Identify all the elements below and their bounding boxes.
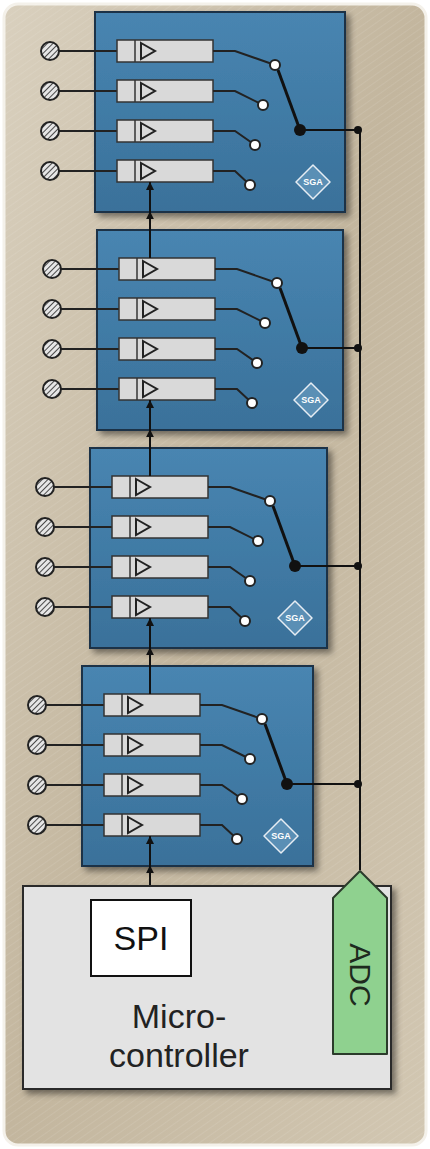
spi-chain-wire: [149, 448, 151, 476]
spi-chain-wire: [149, 230, 151, 258]
sga-badge: SGA: [277, 600, 313, 636]
adc-label: ADC: [343, 943, 377, 1006]
spi-chain-wire: [149, 666, 151, 694]
connector: [149, 430, 151, 448]
mux-output-wire: [302, 347, 343, 349]
sga-diamond-outline: [264, 819, 298, 853]
spi-arrowhead: [146, 400, 154, 408]
spi-arrowhead: [146, 182, 154, 190]
spi-arrowhead: [146, 618, 154, 626]
adc-outline: [333, 871, 387, 1054]
sga-diamond-outline: [294, 383, 328, 417]
amplifier-board: SGA: [82, 666, 313, 866]
connector: [149, 648, 151, 666]
junction-dot: [354, 344, 362, 352]
brushed-texture: [4, 4, 426, 1145]
sga-label: SGA: [263, 818, 299, 854]
sga-label: SGA: [277, 600, 313, 636]
spi-box: SPI: [90, 899, 192, 977]
junction-dot: [354, 780, 362, 788]
sga-badge: SGA: [295, 164, 331, 200]
junction-dot: [354, 126, 362, 134]
channel-set: [43, 258, 308, 408]
connector: [327, 566, 360, 870]
connector: [313, 784, 360, 870]
connectors: [150, 130, 360, 899]
sga-badge: SGA: [293, 382, 329, 418]
microcontroller-label: Micro- controller: [79, 997, 279, 1075]
connector: [345, 130, 360, 870]
sga-label: SGA: [295, 164, 331, 200]
amplifier-board: SGA: [95, 12, 345, 212]
connector: [343, 348, 360, 870]
mux-output-wire: [300, 129, 345, 131]
sga-badge: SGA: [263, 818, 299, 854]
amplifier-board: SGA: [90, 448, 327, 648]
channel-set: [36, 476, 301, 626]
sga-diamond-outline: [278, 601, 312, 635]
junction-dots: [354, 126, 362, 788]
metal-background: [4, 4, 426, 1145]
spi-label: SPI: [114, 919, 169, 957]
mux-output-wire: [287, 783, 313, 785]
connector: [149, 212, 151, 230]
amplifier-board: SGA: [97, 230, 343, 430]
spi-arrowhead: [146, 836, 154, 844]
sga-label: SGA: [293, 382, 329, 418]
sga-diamond-outline: [296, 165, 330, 199]
junction-dot: [354, 562, 362, 570]
mux-output-wire: [295, 565, 327, 567]
microcontroller-box: Micro- controller SPI ADC: [22, 885, 392, 1090]
channel-set: [28, 694, 293, 844]
adc-block: ADC: [332, 870, 388, 1055]
channel-set: [41, 40, 306, 190]
